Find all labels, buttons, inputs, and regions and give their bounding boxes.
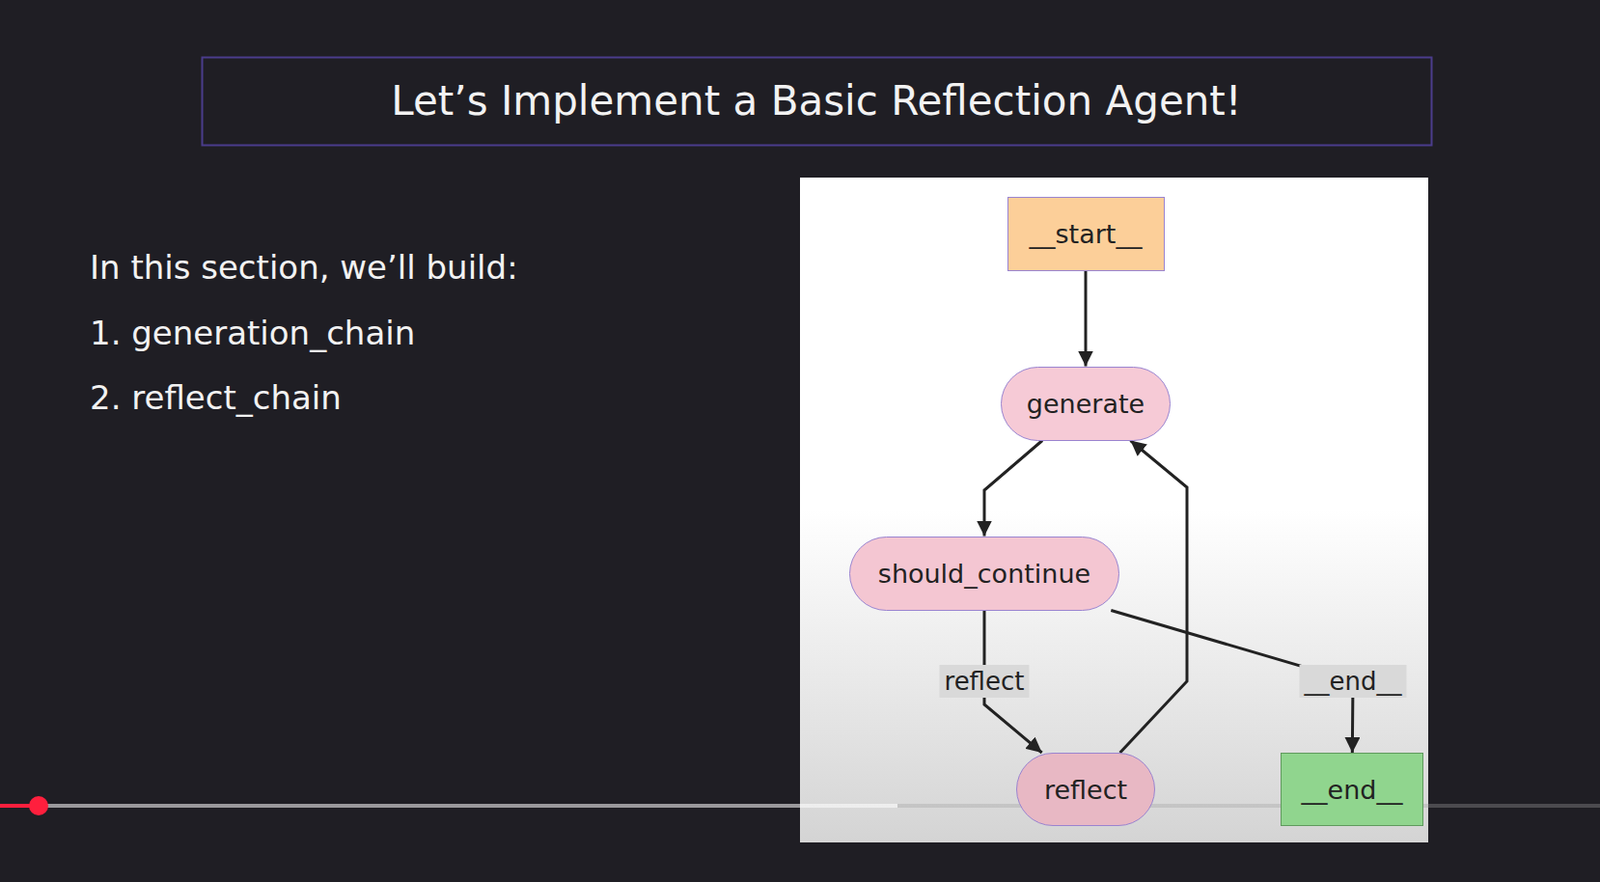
diagram-panel	[800, 177, 1429, 843]
edge-label: __end__	[1299, 664, 1407, 698]
process-pill: generate	[1000, 366, 1171, 442]
bullet-text: 1. generation_chain	[89, 311, 415, 355]
node-label: reflect	[1044, 774, 1128, 805]
progress-knob	[28, 796, 49, 816]
title-frame	[202, 57, 1433, 146]
progress-track-rest	[897, 803, 1600, 808]
process-pill: should_continue	[849, 536, 1120, 611]
node-label: should_continue	[878, 558, 1091, 589]
node-label: generate	[1026, 388, 1145, 419]
flow-arrow	[1120, 441, 1187, 754]
flow-arrow	[984, 441, 1043, 537]
terminal-box: __end__	[1280, 752, 1425, 827]
bullet-text: In this section, we’ll build:	[89, 246, 519, 289]
bullet-text: 2. reflect_chain	[89, 376, 342, 419]
edge-label: reflect	[939, 664, 1030, 698]
process-pill: reflect	[1016, 752, 1156, 827]
flow-arrow	[1084, 271, 1088, 367]
progress-track	[0, 803, 898, 808]
slide-title: Let’s Implement a Basic Reflection Agent…	[201, 56, 1432, 145]
node-label: __start__	[1029, 219, 1143, 249]
node-label: __end__	[1301, 774, 1404, 805]
terminal-box: __start__	[1007, 196, 1165, 272]
